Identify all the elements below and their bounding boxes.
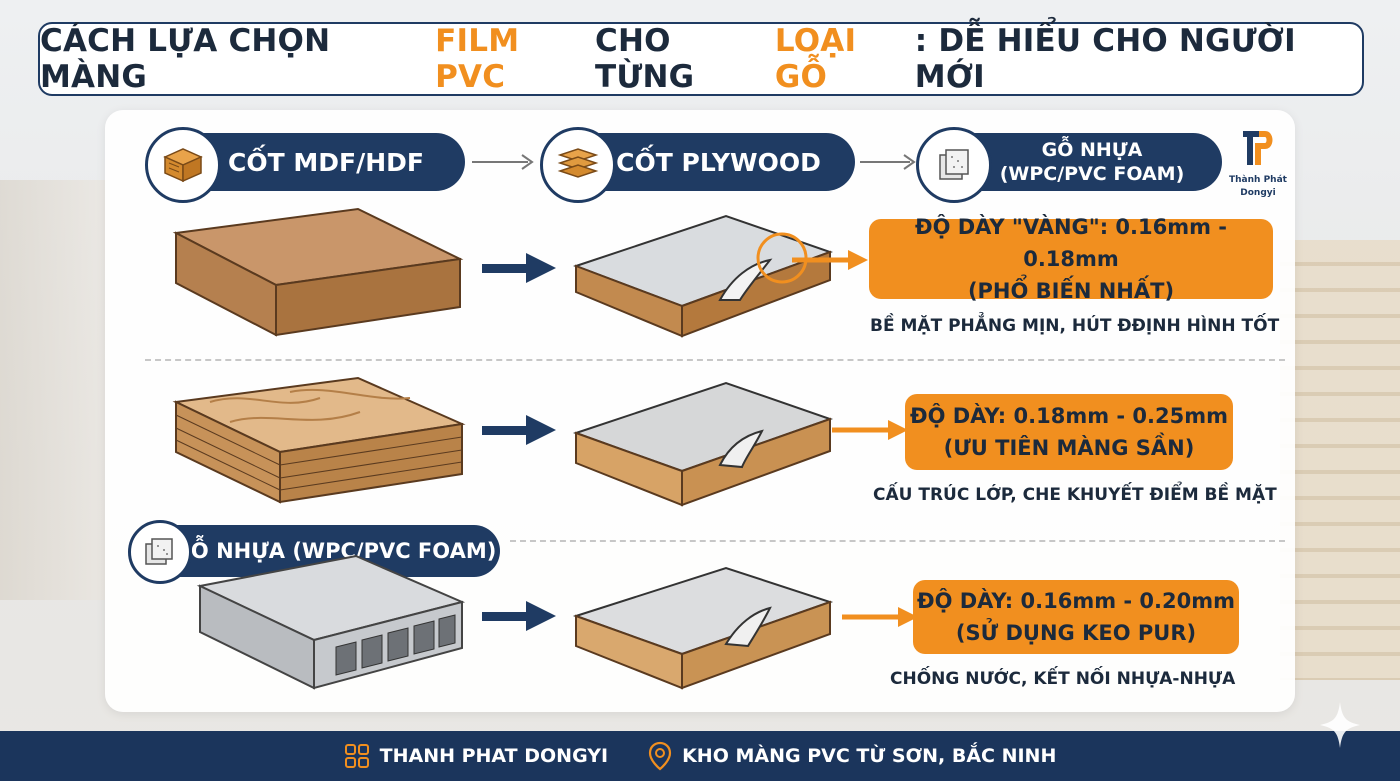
header-plywood-label: CỐT PLYWOOD: [616, 147, 821, 177]
logo-line1: Thành Phát: [1229, 175, 1287, 185]
row3-header-wpc: GỖ NHỰA (WPC/PVC FOAM): [128, 520, 500, 584]
row3-subtitle: (SỬ DỤNG KEO PUR): [955, 621, 1197, 645]
location-pin-icon: [648, 741, 672, 771]
title-highlight-film: FILM PVC: [435, 23, 520, 95]
row2-orange-arrow: [832, 420, 908, 440]
row1-note: BỀ MẶT PHẲNG MỊN, HÚT ĐĐỊNH HÌNH TỐT: [870, 316, 1280, 336]
grid-apps-icon: [344, 744, 369, 768]
brand-logo: Thành Phát Dongyi: [1228, 125, 1288, 200]
row3-orange-arrow: [842, 607, 918, 627]
header-wpc: GỖ NHỰA (WPC/PVC FOAM): [916, 127, 1222, 203]
row1-thickness-box: ĐỘ DÀY "VÀNG": 0.16mm - 0.18mm (PHỔ BIẾN…: [869, 215, 1273, 303]
divider-1: [145, 359, 1285, 361]
row2-thickness: ĐỘ DÀY: 0.18mm - 0.25mm: [909, 404, 1228, 428]
header-arrow-1: [472, 154, 534, 170]
plywood-film-board: [572, 381, 834, 507]
wpc-board: [196, 554, 466, 690]
header-wpc-line2: (WPC/PVC FOAM): [999, 163, 1185, 185]
logo-line2: Dongyi: [1240, 188, 1276, 198]
row1-arrow: [482, 253, 556, 283]
page-title: CÁCH LỰA CHỌN MÀNG FILM PVC CHO TỪNG LOẠ…: [38, 22, 1364, 96]
row1-thickness: ĐỘ DÀY "VÀNG": 0.16mm - 0.18mm: [914, 215, 1228, 271]
background-shelf: [0, 180, 110, 600]
mdf-film-board: [573, 214, 833, 338]
title-part3: : DỄ HIỂU CHO NGƯỜI MỚI: [914, 23, 1296, 95]
row3-thickness: ĐỘ DÀY: 0.16mm - 0.20mm: [916, 589, 1235, 613]
footer-location-label: KHO MÀNG PVC TỪ SƠN, BẮC NINH: [682, 745, 1057, 767]
header-mdf: CỐT MDF/HDF: [145, 127, 465, 203]
row2-note: CẤU TRÚC LỚP, CHE KHUYẾT ĐIỂM BỀ MẶT: [873, 485, 1277, 505]
row3-thickness-box: ĐỘ DÀY: 0.16mm - 0.20mm (SỬ DỤNG KEO PUR…: [913, 580, 1239, 654]
wpc-foam-icon: [128, 520, 192, 584]
background-board-stack: [1280, 240, 1400, 680]
logo-mark-icon: [1243, 131, 1273, 165]
sparkle-icon: [1320, 702, 1360, 748]
mdf-block-icon: [145, 127, 221, 203]
mdf-board: [172, 207, 464, 337]
header-wpc-line1: GỖ NHỰA: [1041, 139, 1143, 161]
divider-2: [510, 540, 1285, 542]
plywood-layers-icon: [540, 127, 616, 203]
row1-subtitle: (PHỔ BIẾN NHẤT): [967, 279, 1175, 303]
row3-arrow: [482, 601, 556, 631]
footer-brand-label: THANH PHAT DONGYI: [379, 745, 609, 767]
row2-subtitle: (ƯU TIÊN MÀNG SẦN): [943, 436, 1195, 460]
title-part1: CÁCH LỰA CHỌN MÀNG: [40, 23, 331, 95]
footer-location: KHO MÀNG PVC TỪ SƠN, BẮC NINH: [648, 741, 1056, 771]
wpc-foam-icon: [916, 127, 992, 203]
footer-brand: THANH PHAT DONGYI: [344, 743, 608, 769]
wpc-film-board: [572, 566, 834, 690]
row2-thickness-box: ĐỘ DÀY: 0.18mm - 0.25mm (ƯU TIÊN MÀNG SẦ…: [905, 394, 1233, 470]
footer-bar: THANH PHAT DONGYI KHO MÀNG PVC TỪ SƠN, B…: [0, 731, 1400, 781]
header-arrow-2: [860, 154, 916, 170]
row3-header-label: GỖ NHỰA (WPC/PVC FOAM): [173, 539, 497, 563]
row3-note: CHỐNG NƯỚC, KẾT NỐI NHỰA-NHỰA: [890, 669, 1236, 689]
title-part2: CHO TỪNG: [595, 23, 695, 95]
header-mdf-label: CỐT MDF/HDF: [228, 147, 424, 177]
header-plywood: CỐT PLYWOOD: [540, 127, 855, 203]
plywood-board: [172, 376, 466, 504]
row2-arrow: [482, 415, 556, 445]
row1-orange-arrow: [792, 250, 868, 270]
title-highlight-wood: LOẠI GỖ: [774, 23, 857, 95]
